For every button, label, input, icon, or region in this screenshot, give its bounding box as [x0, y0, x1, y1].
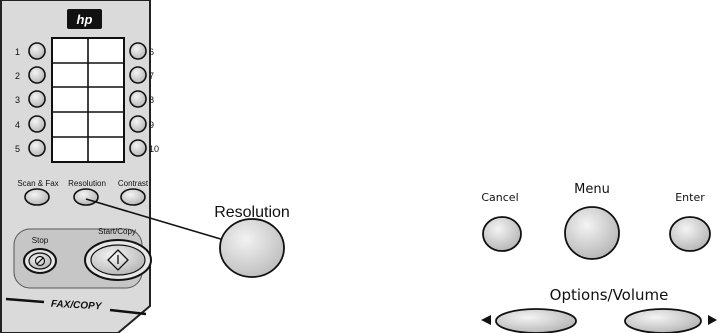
svg-text:Cancel: Cancel — [481, 191, 518, 204]
options-volume-label: Options/Volume — [550, 286, 669, 304]
callout-label: Resolution — [214, 204, 290, 221]
svg-text:10: 10 — [149, 144, 159, 154]
start-icon — [107, 249, 129, 271]
menu-button[interactable]: Menu — [564, 182, 620, 260]
menu-controls: Cancel Menu Enter Options/Volume — [481, 182, 717, 333]
right-arrow-icon — [708, 315, 717, 325]
speed-dial-8[interactable]: 8 — [129, 90, 154, 108]
svg-text:5: 5 — [15, 144, 20, 154]
svg-text:1: 1 — [15, 47, 20, 57]
svg-text:4: 4 — [15, 120, 20, 130]
svg-text:9: 9 — [149, 120, 154, 130]
callout-line — [85, 198, 225, 241]
cancel-button[interactable]: Cancel — [481, 191, 522, 252]
svg-text:8: 8 — [149, 95, 154, 105]
svg-text:Scan & Fax: Scan & Fax — [17, 179, 58, 188]
start-copy-button[interactable]: Start/Copy — [84, 227, 152, 281]
speed-dial-7[interactable]: 7 — [129, 66, 154, 84]
svg-text:Enter: Enter — [675, 191, 705, 204]
speed-dial-10[interactable]: 10 — [129, 139, 159, 157]
resolution-callout: Resolution — [85, 198, 290, 278]
options-right-button[interactable] — [624, 308, 717, 333]
svg-text:3: 3 — [15, 95, 20, 105]
svg-text:Menu: Menu — [574, 182, 610, 197]
fax-copy-label: FAX/COPY — [5, 297, 147, 316]
svg-text:Resolution: Resolution — [68, 179, 106, 188]
options-left-button[interactable] — [481, 308, 577, 333]
speed-dial-6[interactable]: 6 — [129, 42, 154, 60]
svg-text:6: 6 — [149, 47, 154, 57]
contrast-button[interactable]: Contrast — [118, 179, 149, 206]
fax-panel: hp 1 2 3 4 5 — [0, 0, 159, 333]
speed-dial-3[interactable]: 3 — [15, 90, 46, 108]
speed-dial-label-grid — [51, 37, 125, 163]
svg-text:7: 7 — [149, 71, 154, 81]
speed-dial-4[interactable]: 4 — [15, 115, 46, 133]
stop-icon — [34, 255, 46, 267]
hp-logo: hp — [67, 9, 102, 29]
svg-text:Contrast: Contrast — [118, 179, 149, 188]
svg-text:Start/Copy: Start/Copy — [98, 227, 136, 236]
speed-dial-9[interactable]: 9 — [129, 115, 154, 133]
enter-button[interactable]: Enter — [669, 191, 711, 252]
stop-button[interactable]: Stop — [23, 236, 57, 274]
svg-text:hp: hp — [77, 12, 93, 27]
speed-dial-1[interactable]: 1 — [15, 42, 46, 60]
svg-text:Stop: Stop — [32, 236, 49, 245]
svg-text:FAX/COPY: FAX/COPY — [51, 299, 103, 313]
speed-dial-2[interactable]: 2 — [15, 66, 46, 84]
svg-text:2: 2 — [15, 71, 20, 81]
left-arrow-icon — [481, 315, 491, 325]
scan-and-fax-button[interactable]: Scan & Fax — [17, 179, 59, 206]
speed-dial-5[interactable]: 5 — [15, 139, 46, 157]
callout-resolution-button[interactable] — [219, 218, 285, 278]
